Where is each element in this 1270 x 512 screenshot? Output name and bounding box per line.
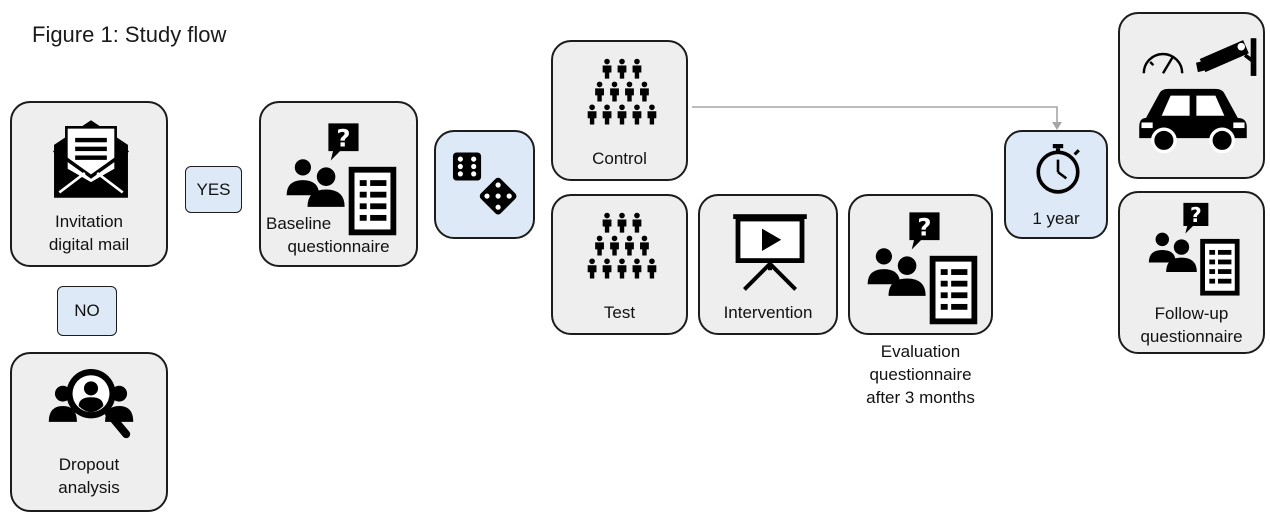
dropout-node: Dropout analysis	[10, 352, 168, 512]
dice-icon	[452, 152, 517, 215]
evaluation-node: ?	[848, 194, 993, 335]
invitation-label-1: Invitation	[54, 212, 124, 231]
svg-text:?: ?	[1190, 203, 1202, 227]
baseline-label-1: Baseline	[266, 214, 332, 233]
intervention-node: Intervention	[698, 194, 838, 335]
invitation-label-2: digital mail	[48, 235, 130, 254]
dropout-label-1: Dropout	[58, 455, 120, 474]
questionnaire-icon: ?	[286, 123, 397, 236]
driving-node	[1118, 12, 1265, 179]
yes-decision: YES	[185, 166, 242, 213]
control-label: Control	[592, 149, 647, 168]
camera-icon	[1196, 38, 1257, 76]
followup-node: ? Follow-up questionnaire	[1118, 191, 1265, 354]
randomization-node	[434, 130, 535, 239]
svg-text:?: ?	[917, 213, 931, 242]
followup-label-1: Follow-up	[1154, 304, 1229, 323]
people-group-icon	[587, 212, 657, 279]
car-icon	[1139, 88, 1247, 154]
speedometer-icon	[1142, 52, 1184, 74]
figure-title: Figure 1: Study flow	[32, 22, 227, 47]
dropout-label-2: analysis	[58, 478, 120, 497]
one-year-label: 1 year	[1032, 209, 1080, 228]
no-decision: NO	[57, 286, 117, 336]
one-year-node: 1 year	[1004, 130, 1108, 239]
test-node: Test	[551, 194, 688, 335]
search-person-icon	[48, 369, 134, 439]
evaluation-caption: Evaluation questionnaire after 3 months	[848, 340, 993, 409]
questionnaire-icon: ?	[867, 212, 978, 325]
evaluation-label-2: questionnaire	[869, 365, 972, 384]
questionnaire-icon: ?	[1148, 202, 1240, 296]
control-to-year-arrow	[692, 106, 1062, 130]
followup-label-2: questionnaire	[1140, 327, 1243, 346]
people-group-icon	[587, 58, 657, 125]
baseline-label-2: questionnaire	[287, 237, 390, 256]
envelope-icon	[53, 120, 129, 198]
stopwatch-icon	[1036, 144, 1080, 194]
evaluation-label-1: Evaluation	[880, 342, 961, 361]
test-label: Test	[603, 303, 636, 322]
invitation-node: Invitation digital mail	[10, 101, 168, 267]
evaluation-label-3: after 3 months	[866, 388, 975, 407]
intervention-label: Intervention	[723, 303, 813, 322]
baseline-node: ? Baseline questionnaire	[259, 101, 418, 267]
svg-text:?: ?	[336, 124, 350, 153]
presentation-icon	[733, 214, 807, 291]
control-node: Control	[551, 40, 688, 181]
